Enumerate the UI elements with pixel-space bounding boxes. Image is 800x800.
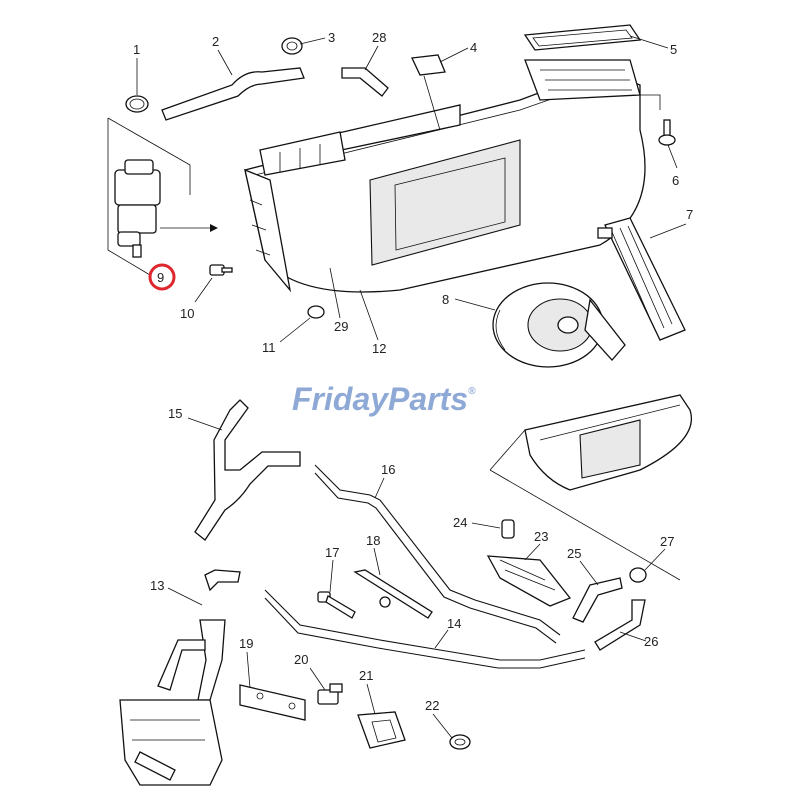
leader-lines bbox=[136, 35, 687, 739]
heater-housing bbox=[244, 59, 646, 293]
hose-25 bbox=[572, 577, 623, 623]
callout-20: 20 bbox=[294, 652, 308, 667]
callout-29: 29 bbox=[334, 319, 348, 334]
callout-14: 14 bbox=[447, 616, 461, 631]
lower-heater-housing bbox=[489, 394, 692, 581]
callout-1: 1 bbox=[133, 42, 140, 57]
callout-15: 15 bbox=[168, 406, 182, 421]
callout-10: 10 bbox=[180, 306, 194, 321]
callout-22: 22 bbox=[425, 698, 439, 713]
callout-21: 21 bbox=[359, 668, 373, 683]
clip-27 bbox=[629, 567, 647, 583]
upper-frame-lines bbox=[107, 94, 661, 276]
bottom-left-bracket bbox=[119, 699, 223, 786]
callout-7: 7 bbox=[686, 207, 693, 222]
heater-hose-upper bbox=[161, 67, 305, 121]
screw-20 bbox=[317, 683, 343, 705]
callout-labels: 1 2 3 28 4 5 6 7 8 10 11 29 12 15 16 24 … bbox=[133, 30, 693, 713]
callout-3: 3 bbox=[328, 30, 335, 45]
gasket-frame bbox=[523, 24, 642, 51]
brand-watermark: FridayParts® bbox=[292, 381, 476, 417]
callout-16: 16 bbox=[381, 462, 395, 477]
watermark-registered: ® bbox=[468, 386, 476, 397]
svg-text:FridayParts®: FridayParts® bbox=[292, 381, 476, 417]
callout-23: 23 bbox=[534, 529, 548, 544]
coolant-line-14 bbox=[264, 589, 586, 669]
bolt-part bbox=[658, 119, 676, 146]
callout-8: 8 bbox=[442, 292, 449, 307]
hose-clamp bbox=[125, 95, 149, 113]
hose-26 bbox=[594, 599, 646, 651]
callout-25: 25 bbox=[567, 546, 581, 561]
nut-part bbox=[307, 305, 325, 319]
watermark-parts: Parts bbox=[388, 381, 468, 417]
watermark-friday: Friday bbox=[292, 381, 390, 417]
control-valve bbox=[114, 159, 218, 258]
valve-block-23 bbox=[486, 555, 572, 607]
highlight-callout-9[interactable]: 9 bbox=[148, 263, 176, 291]
callout-11: 11 bbox=[262, 340, 276, 355]
fitting-24 bbox=[501, 519, 515, 539]
callout-2: 2 bbox=[212, 34, 219, 49]
nut-22 bbox=[449, 734, 471, 750]
callout-24: 24 bbox=[453, 515, 467, 530]
screw-part bbox=[209, 264, 233, 276]
callout-12: 12 bbox=[372, 341, 386, 356]
callout-26: 26 bbox=[644, 634, 658, 649]
callout-13: 13 bbox=[150, 578, 164, 593]
tee-hose-13 bbox=[157, 569, 241, 701]
heater-core bbox=[597, 217, 686, 341]
plate-19 bbox=[239, 684, 306, 721]
callout-27: 27 bbox=[660, 534, 674, 549]
bracket-18 bbox=[353, 569, 433, 619]
callout-6: 6 bbox=[672, 173, 679, 188]
callout-17: 17 bbox=[325, 545, 339, 560]
coolant-line-16 bbox=[314, 464, 561, 644]
hose-small bbox=[341, 67, 389, 97]
grommet-part bbox=[281, 37, 303, 55]
callout-9-label: 9 bbox=[157, 270, 164, 285]
blower-motor bbox=[492, 282, 626, 368]
callout-28: 28 bbox=[372, 30, 386, 45]
bolt-17 bbox=[317, 591, 356, 619]
clip-part bbox=[411, 54, 446, 131]
callout-19: 19 bbox=[239, 636, 253, 651]
callout-18: 18 bbox=[366, 533, 380, 548]
callout-4: 4 bbox=[470, 40, 477, 55]
coolant-pipe-15 bbox=[194, 399, 301, 541]
switch-block-21 bbox=[357, 711, 406, 749]
callout-5: 5 bbox=[670, 42, 677, 57]
